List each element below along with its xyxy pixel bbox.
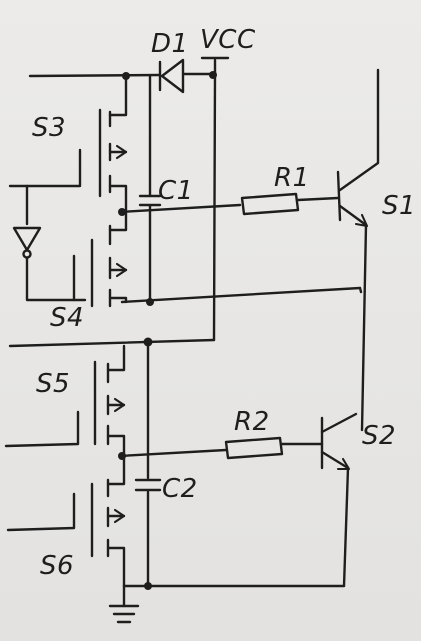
mosfet-s3 bbox=[8, 74, 128, 214]
capacitor-c2 bbox=[134, 340, 162, 588]
label-s5: S5 bbox=[36, 369, 70, 399]
label-c1: C1 bbox=[158, 176, 194, 206]
label-vcc: VCC bbox=[200, 25, 256, 55]
right-bus bbox=[358, 286, 363, 294]
half-bridge-node-upper bbox=[118, 203, 242, 216]
label-s1: S1 bbox=[382, 191, 416, 221]
resistor-r1 bbox=[240, 192, 340, 216]
transistor-s2 bbox=[320, 412, 358, 588]
mid-rail-upper bbox=[120, 286, 362, 306]
mid-rail-lower bbox=[8, 337, 216, 348]
capacitor-c1 bbox=[138, 74, 162, 304]
transistor-s1 bbox=[336, 68, 380, 432]
label-s4: S4 bbox=[50, 303, 84, 333]
mosfet-s5 bbox=[4, 344, 126, 458]
label-r2: R2 bbox=[234, 407, 270, 437]
label-c2: C2 bbox=[162, 474, 198, 504]
label-d1: D1 bbox=[151, 29, 189, 59]
top-rail bbox=[28, 58, 217, 342]
label-s6: S6 bbox=[40, 551, 74, 581]
mosfet-s6 bbox=[6, 454, 126, 588]
label-r1: R1 bbox=[274, 163, 310, 193]
label-s3: S3 bbox=[32, 113, 66, 143]
resistor-r2 bbox=[224, 436, 324, 460]
bottom-rail bbox=[122, 582, 346, 608]
ground-symbol bbox=[108, 604, 140, 624]
half-bridge-node-lower bbox=[118, 448, 228, 460]
mosfet-s4 bbox=[72, 210, 128, 308]
diode-d1 bbox=[158, 58, 185, 94]
inverter-gate bbox=[12, 184, 87, 302]
label-s2: S2 bbox=[362, 421, 396, 451]
